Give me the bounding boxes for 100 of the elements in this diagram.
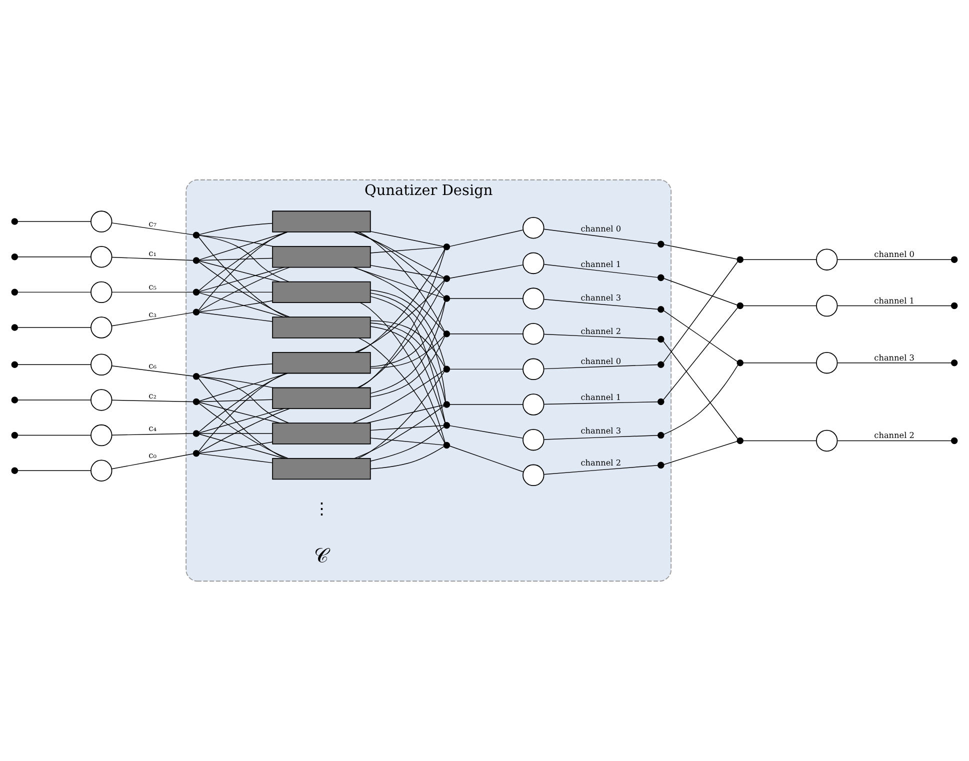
node-circle <box>90 460 112 482</box>
node-dot <box>443 422 450 429</box>
edge-label: channel 2 <box>580 326 622 336</box>
node-dot <box>192 373 200 380</box>
node-circle <box>522 428 544 451</box>
edge-label: c₅ <box>148 282 156 292</box>
node-dot <box>736 302 744 310</box>
node-bar <box>272 422 371 444</box>
connector <box>358 370 445 459</box>
node-circle <box>90 210 112 232</box>
node-circle <box>90 354 112 376</box>
connector <box>354 232 444 298</box>
connector <box>198 453 273 464</box>
connector <box>198 364 273 376</box>
connector <box>17 221 92 222</box>
connector <box>837 259 952 260</box>
connector <box>198 223 273 235</box>
connector <box>198 260 280 282</box>
node-circle <box>522 217 544 239</box>
connector <box>357 280 446 388</box>
node-circle <box>816 294 838 317</box>
node-dot <box>443 275 450 282</box>
edge-label: c₆ <box>148 360 156 370</box>
connector <box>198 408 290 453</box>
connector <box>112 312 194 326</box>
connector <box>198 402 288 459</box>
node-bar <box>272 352 371 374</box>
node-bar <box>272 316 371 338</box>
edge-label: c₀ <box>148 450 156 460</box>
connector <box>742 440 817 442</box>
edge-label: channel 1 <box>580 259 622 270</box>
connector <box>199 376 290 424</box>
connector <box>198 300 273 312</box>
node-dot <box>658 240 664 248</box>
node-bar <box>272 246 371 268</box>
connector <box>198 399 273 402</box>
node-dot <box>443 244 450 250</box>
edge-label: channel 3 <box>580 426 622 436</box>
connector <box>198 234 274 247</box>
connector <box>837 305 952 306</box>
connector <box>837 362 952 364</box>
connector <box>17 364 92 366</box>
connector <box>664 244 738 260</box>
connector <box>449 298 524 299</box>
node-circle <box>522 394 544 416</box>
node-dot <box>443 401 450 408</box>
node-dot <box>11 324 18 331</box>
node-bar <box>272 281 371 304</box>
connector <box>354 280 444 353</box>
node-dot <box>192 430 200 437</box>
connector <box>360 302 446 443</box>
connector <box>663 364 738 435</box>
connector <box>198 266 290 312</box>
connector <box>198 402 280 424</box>
connector <box>370 320 445 368</box>
connector <box>370 438 444 446</box>
edge-label: channel 0 <box>874 249 914 260</box>
edge-label: c₁ <box>148 248 156 258</box>
node-dot <box>11 288 18 296</box>
node-bar <box>272 210 371 232</box>
node-circle <box>816 248 838 270</box>
node-circle <box>90 316 112 338</box>
connector <box>449 368 524 370</box>
edge-label: c₃ <box>148 308 156 319</box>
connector <box>370 264 444 279</box>
connector <box>544 465 658 475</box>
connector <box>544 435 658 440</box>
node-dot <box>11 396 18 404</box>
connector <box>370 446 444 470</box>
node-dot <box>950 302 958 310</box>
connector <box>742 305 817 306</box>
connector <box>544 264 658 278</box>
connector <box>664 278 738 306</box>
node-dot <box>658 361 664 368</box>
label: 𝒞 <box>314 544 329 568</box>
node-dot <box>192 308 200 316</box>
edge-label: channel 2 <box>874 430 914 440</box>
edge-label: channel 1 <box>580 392 622 402</box>
connector <box>198 433 273 434</box>
node-dot <box>11 467 18 474</box>
node-circle <box>90 246 112 268</box>
connector <box>366 404 444 424</box>
connector <box>449 333 524 334</box>
node-circle <box>522 464 544 486</box>
connector <box>112 292 194 293</box>
node-dot <box>658 306 664 313</box>
node-dot <box>658 398 664 406</box>
connector <box>544 364 658 370</box>
connector <box>370 300 446 368</box>
connector <box>370 290 446 367</box>
connector <box>17 470 92 471</box>
node-dot <box>11 253 18 260</box>
connector <box>358 338 446 444</box>
node-dot <box>443 295 450 302</box>
node-dot <box>443 366 450 373</box>
node-dot <box>443 442 450 449</box>
connector <box>198 232 286 310</box>
node-dot <box>736 359 744 366</box>
node-circle <box>522 252 544 274</box>
node-circle <box>90 424 112 446</box>
